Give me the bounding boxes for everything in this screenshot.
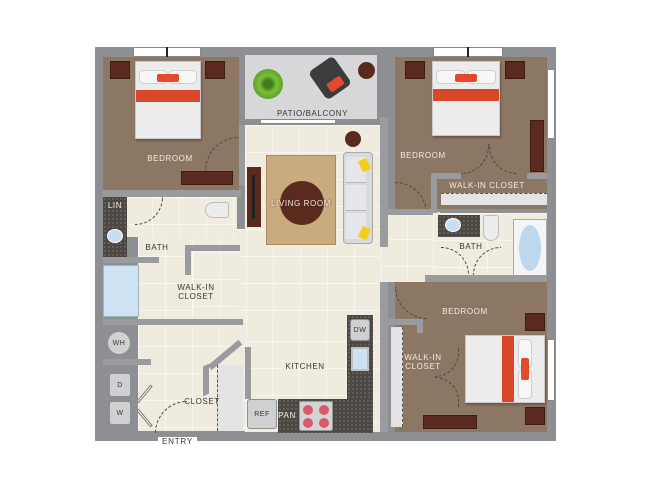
dresser [181,171,233,185]
wall [388,209,438,215]
nightstand [405,61,425,79]
accent-pillow [521,358,529,380]
room-label-patio: PATIO/BALCONY [276,109,349,118]
accent-pillow [157,74,179,82]
bed [135,61,201,139]
window-right-wall-bottom [547,339,555,401]
wall [185,245,240,251]
room-label-bedroom: BEDROOM [442,307,488,316]
room-label-walk-in-closet: WALK-IN [177,283,215,292]
washer: W [109,401,131,425]
wall [380,282,388,432]
end-table [345,131,361,147]
room-label-living-room: LIVING ROOM [271,199,331,208]
sink-icon [107,229,123,243]
plant-icon [253,69,283,99]
accent-pillow [455,74,477,82]
pantry-label: PAN [278,411,296,420]
wall [239,125,245,185]
room-label-kitchen: KITCHEN [285,362,325,371]
tv-icon [252,175,255,219]
nightstand [525,313,545,331]
bathtub [513,219,547,277]
window-right-wall [547,69,555,139]
refrigerator: REF [247,399,277,429]
toilet-icon [205,202,229,218]
bed-throw [433,89,499,101]
hall-floor-right [380,212,440,282]
bed [432,61,500,136]
window-mullion [467,47,469,57]
nightstand [110,61,130,79]
closet-shelf [391,327,403,427]
closet-shelf [441,193,547,205]
nightstand [205,61,225,79]
wall [103,190,241,197]
wall [380,117,388,247]
room-label-bath: BATH [145,243,169,252]
wall [103,359,151,365]
sofa-cushion [346,185,366,211]
dryer: D [109,373,131,397]
tv-console [247,167,261,227]
room-label-walk-in-closet: CLOSET [178,292,214,301]
toilet-icon [483,215,499,241]
wall [103,257,159,263]
wall [203,363,209,397]
nightstand [505,61,525,79]
wall [388,319,422,325]
room-label-walk-in-closet: WALK-IN [404,353,442,362]
room-label-linen: LIN [107,201,123,210]
room-label-closet: CLOSET [184,397,220,406]
entry-label: ENTRY [158,437,197,446]
bed-throw [136,90,200,102]
room-label-bath: BATH [459,242,483,251]
side-table [358,62,375,79]
floor-plan: BEDROOM PATIO/BALCONY LIVING ROOM LIN BA… [95,47,556,441]
dishwasher: DW [350,319,370,341]
bed [465,335,545,403]
entry-closet-floor [217,365,243,431]
sink-icon [445,218,461,232]
wall [245,347,251,399]
wall [431,177,437,213]
linen-vanity [103,197,127,257]
coffee-table [280,181,324,225]
window-mullion [166,47,168,57]
room-label-walk-in-closet: CLOSET [405,362,441,371]
room-label-bedroom: BEDROOM [147,154,193,163]
wall [527,173,547,179]
wall [417,319,423,333]
hall-floor [138,229,383,319]
room-label-bedroom: BEDROOM [400,151,446,160]
wall [185,245,191,275]
dresser [423,415,477,429]
walk-in-closet-left [193,252,239,314]
water-heater: WH [107,331,131,355]
kitchen-sink-icon [351,347,369,371]
dresser [530,120,544,172]
room-label-walk-in-closet: WALK-IN CLOSET [449,181,525,190]
shower [103,265,139,317]
tub-basin [519,225,541,271]
stove-icon [299,401,333,431]
patio-sliding-door [260,119,336,124]
bed-throw [502,336,514,402]
nightstand [525,407,545,425]
sofa [343,152,373,244]
wall [425,275,547,282]
wall [103,319,243,325]
wall [431,173,461,179]
